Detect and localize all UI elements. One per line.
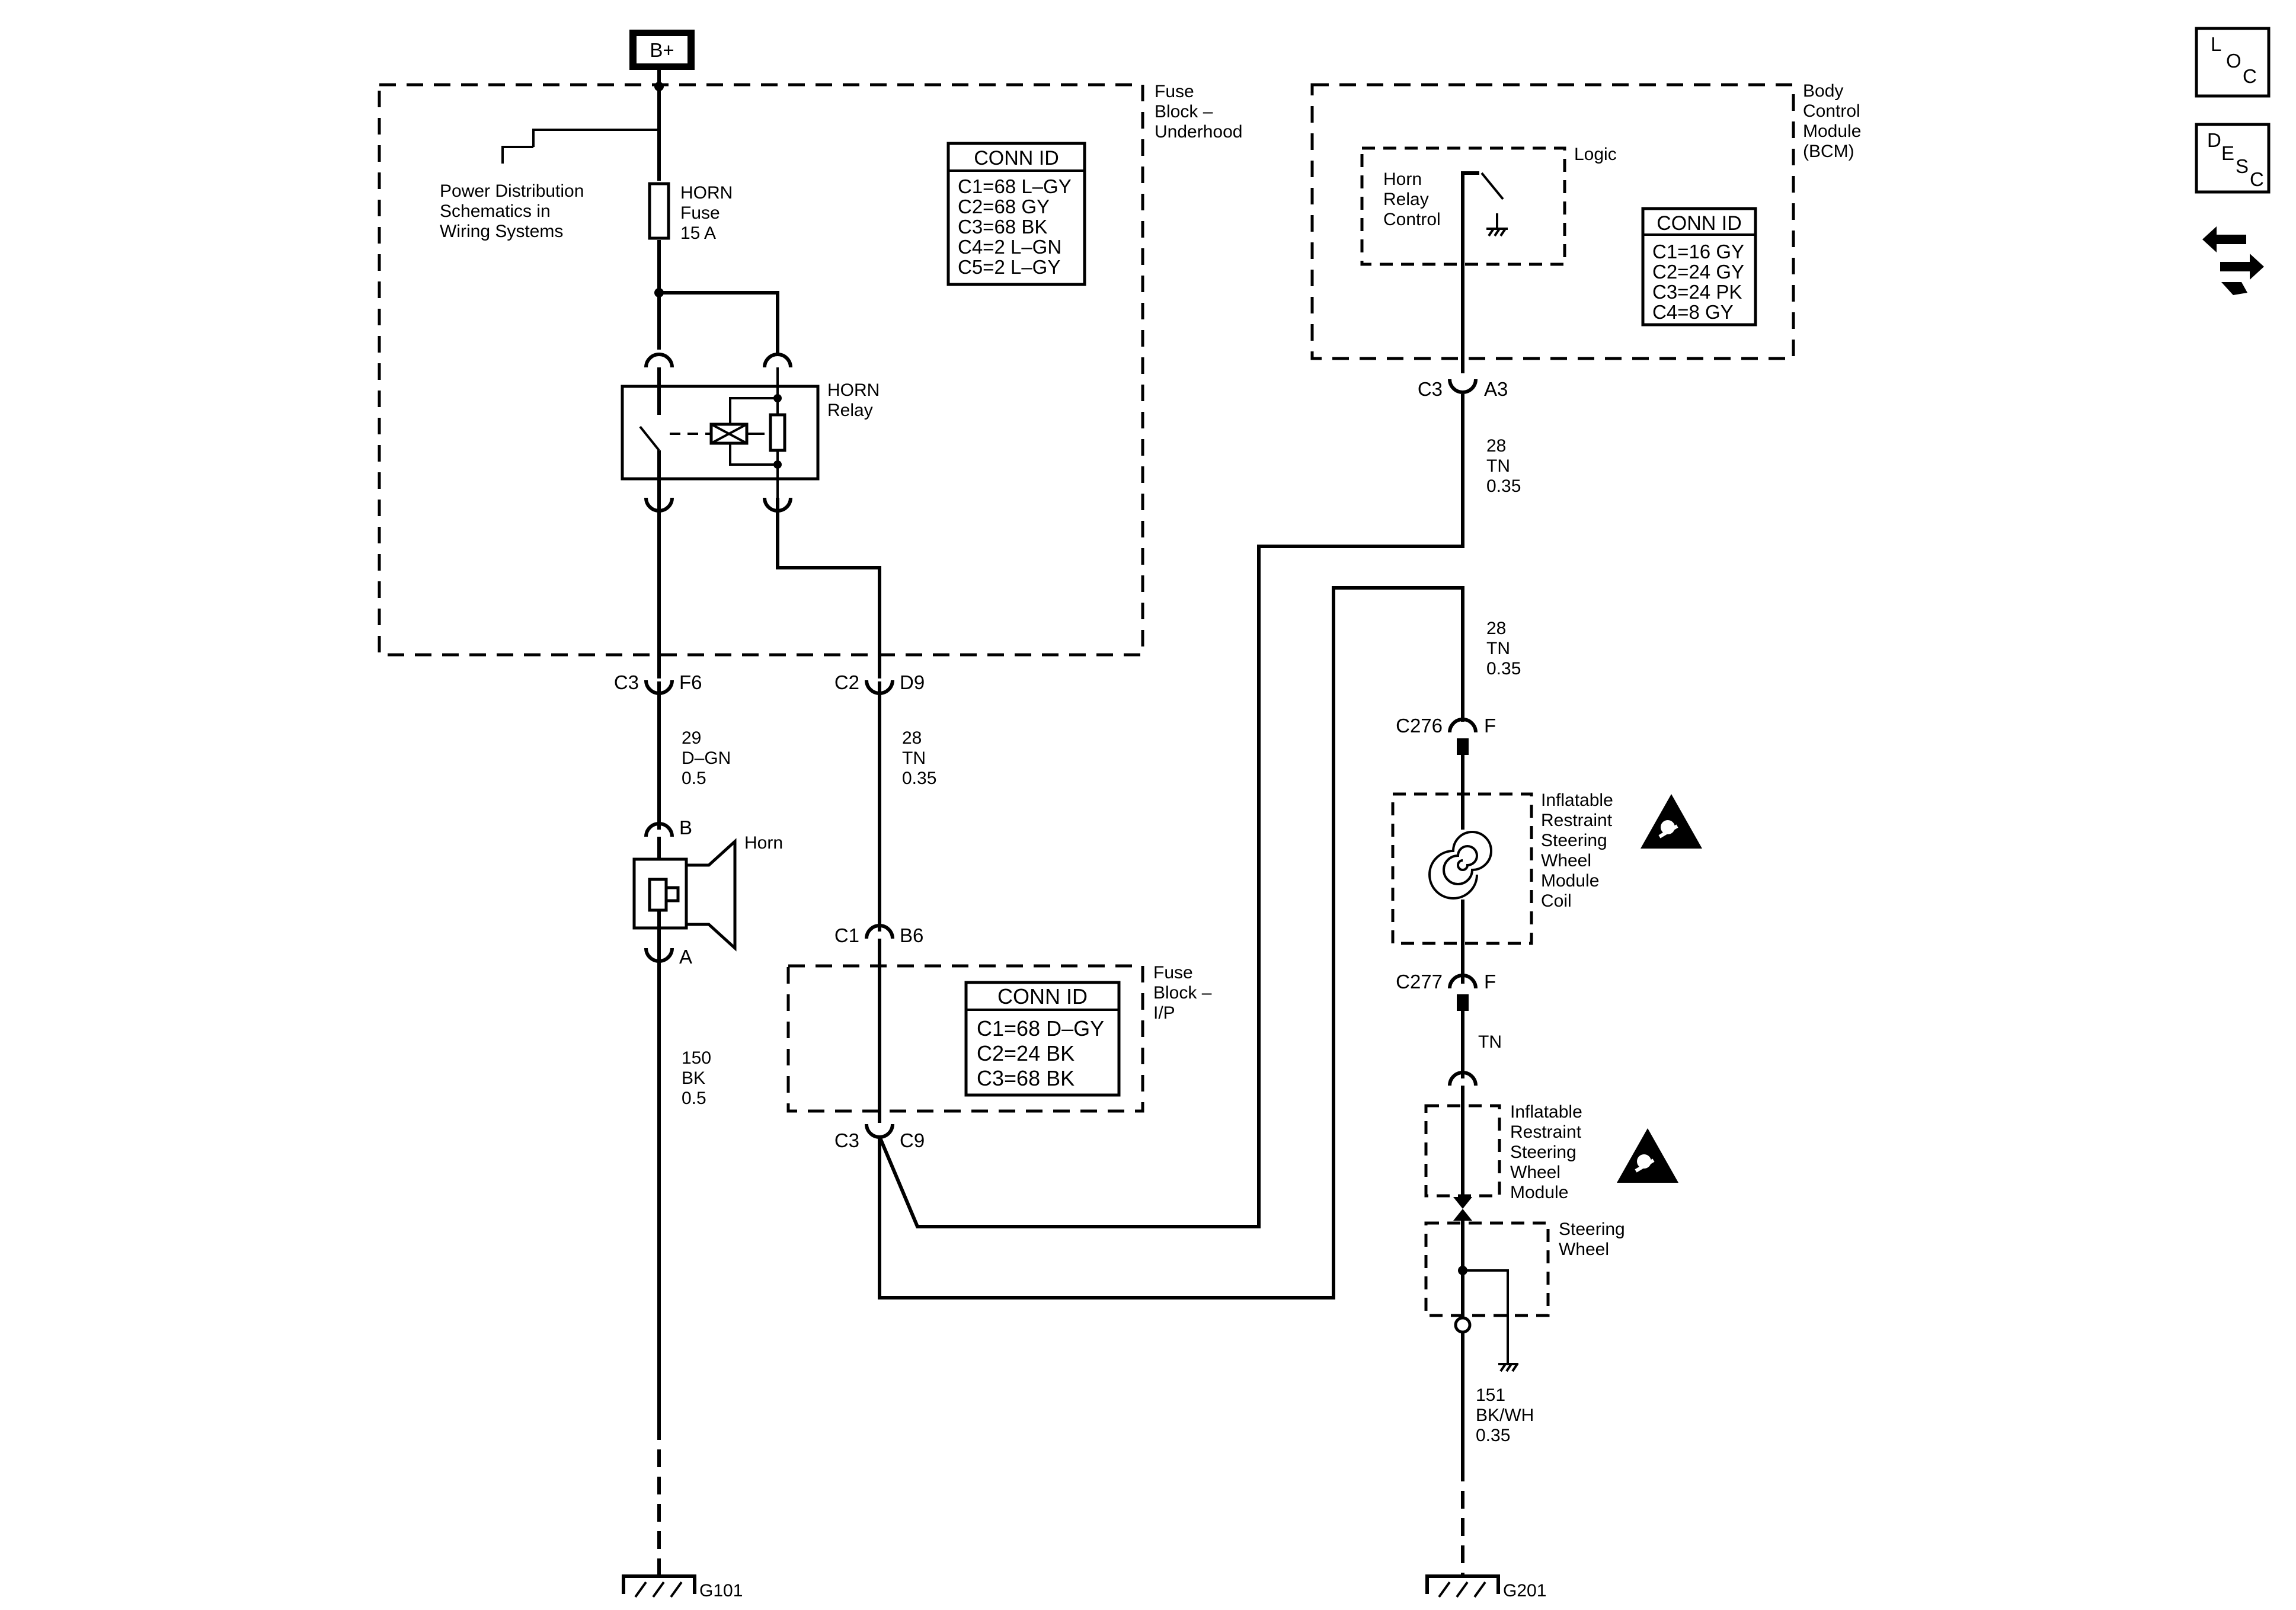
- ground-g201-label: G201: [1503, 1581, 1546, 1601]
- underhood-conn-id-title: CONN ID: [974, 147, 1059, 169]
- wire-28-coil-label: 28 TN 0.35: [1486, 619, 1521, 678]
- connector-c3-bcm-label: C3: [1418, 378, 1443, 400]
- bcm-conn-id-table: CONN ID C1=16 GY C2=24 GY C3=24 PK C4=8 …: [1641, 207, 1757, 327]
- bcm-logic-block: [1360, 146, 1566, 266]
- wire-150-label: 150 BK 0.5: [682, 1048, 716, 1108]
- coil-boundary: [1391, 792, 1533, 945]
- ground-g101-label: G101: [699, 1581, 743, 1601]
- steering-wheel-module-switch: [1453, 1086, 1472, 1221]
- module-label: Inflatable Restraint Steering Wheel Modu…: [1510, 1102, 1587, 1202]
- wire-tn-label: TN: [1478, 1032, 1502, 1052]
- svg-text:C: C: [2243, 65, 2257, 87]
- connector-c3-ip-label: C3: [834, 1129, 859, 1151]
- ip-conn-id-rows: C1=68 D–GY C2=24 BK C3=68 BK: [977, 1016, 1110, 1090]
- ground-g101: G101: [622, 1574, 743, 1601]
- wire-151-label: 151 BK/WH 0.35: [1476, 1385, 1539, 1445]
- wire-28-d9-label: 28 TN 0.35: [902, 728, 936, 788]
- svg-text:C: C: [2250, 168, 2264, 190]
- steering-wheel-coil: [1428, 831, 1492, 900]
- steering-wheel-label: Steering Wheel: [1559, 1219, 1630, 1259]
- svg-text:E: E: [2221, 142, 2234, 164]
- horn: B Horn A: [632, 817, 783, 968]
- ip-conn-id-table: CONN ID C1=68 D–GY C2=24 BK C3=68 BK: [964, 981, 1121, 1097]
- ground-g201: G201: [1425, 1574, 1546, 1601]
- horn-fuse: HORN Fuse 15 A: [648, 182, 738, 243]
- location-view-button[interactable]: L O C: [2195, 27, 2271, 98]
- connector-d9-label: D9: [900, 671, 925, 693]
- horn-fuse-label: HORN Fuse 15 A: [680, 183, 738, 243]
- fuse-block-ip-title: Fuse Block – I/P: [1153, 963, 1217, 1023]
- connector-a3-label: A3: [1484, 378, 1508, 400]
- connector-c1-label: C1: [834, 924, 859, 946]
- connector-swap-icon[interactable]: [2202, 226, 2264, 295]
- horn-relay-control-label: Horn Relay Control: [1383, 169, 1441, 229]
- power-distribution-note: Power Distribution Schematics in Wiring …: [440, 181, 589, 241]
- ip-conn-id-title: CONN ID: [997, 984, 1088, 1009]
- battery-positive-terminal: B+: [629, 30, 695, 70]
- connector-c2-label: C2: [834, 671, 859, 693]
- fuse-block-ip-boundary: [786, 964, 1144, 1113]
- connector-c276-f-label: F: [1484, 715, 1496, 737]
- bcm-title: Body Control Module (BCM): [1803, 81, 1866, 161]
- connector-c3-label: C3: [614, 671, 639, 693]
- svg-text:L: L: [2211, 33, 2221, 55]
- svg-text:S: S: [2236, 155, 2249, 177]
- fuse-block-underhood-title: Fuse Block – Underhood: [1155, 82, 1242, 142]
- steering-wheel-horn-switch: [1454, 1221, 1518, 1372]
- description-view-button[interactable]: D E S C: [2195, 123, 2271, 194]
- bcm-conn-id-title: CONN ID: [1657, 212, 1742, 235]
- wire-28-bcm-label: 28 TN 0.35: [1486, 436, 1521, 496]
- horn-pin-b-label: B: [679, 817, 692, 838]
- battery-label: B+: [650, 39, 674, 61]
- coil-label: Inflatable Restraint Steering Wheel Modu…: [1541, 790, 1618, 911]
- connector-f6-label: F6: [679, 671, 702, 693]
- svg-text:O: O: [2226, 50, 2241, 72]
- fuse-block-underhood-boundary: [378, 83, 1144, 657]
- connector-c276-label: C276: [1396, 715, 1443, 737]
- bcm-horn-relay-driver: [1461, 171, 1508, 373]
- underhood-conn-id-rows: C1=68 L–GY C2=68 GY C3=68 BK C4=2 L–GN C…: [958, 175, 1076, 278]
- bcm-boundary: [1310, 83, 1795, 360]
- horn-label: Horn: [744, 833, 783, 853]
- connector-c277-label: C277: [1396, 971, 1443, 993]
- connector-c277-f-label: F: [1484, 971, 1496, 993]
- svg-text:D: D: [2207, 129, 2221, 151]
- horn-relay-label: HORN Relay: [827, 380, 885, 420]
- wire-29-label: 29 D–GN 0.5: [682, 728, 736, 788]
- horn-pin-a-label: A: [679, 946, 692, 968]
- bcm-logic-label: Logic: [1574, 145, 1617, 164]
- airbag-warning-icon-coil: [1641, 794, 1702, 849]
- underhood-conn-id-table: CONN ID C1=68 L–GY C2=68 GY C3=68 BK C4=…: [946, 142, 1086, 286]
- connector-c9-label: C9: [900, 1129, 925, 1151]
- connector-b6-label: B6: [900, 924, 923, 946]
- horn-relay: HORN Relay: [621, 367, 885, 498]
- bcm-conn-id-rows: C1=16 GY C2=24 GY C3=24 PK C4=8 GY: [1652, 241, 1750, 323]
- power-distribution-reference[interactable]: Power Distribution Schematics in Wiring …: [440, 129, 659, 241]
- airbag-warning-icon-module: [1617, 1128, 1678, 1183]
